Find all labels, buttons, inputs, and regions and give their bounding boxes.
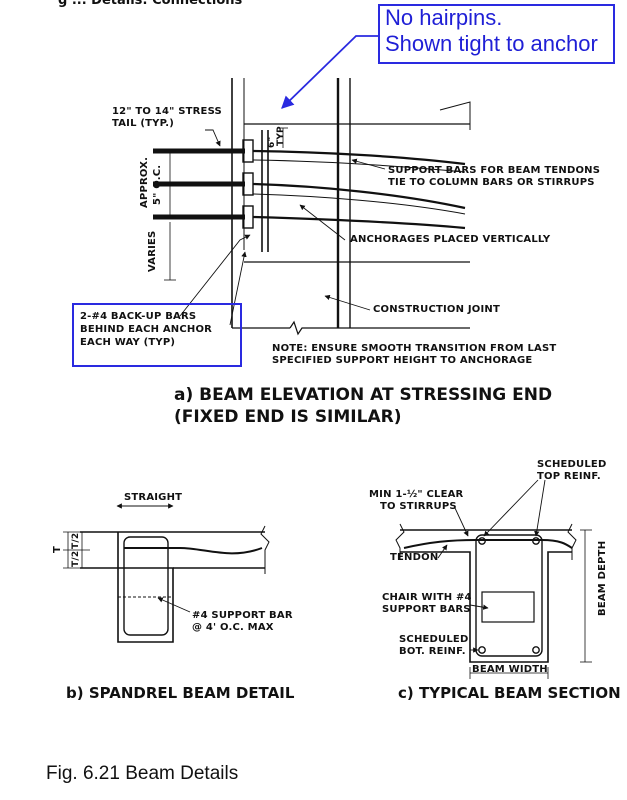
callout-arrow [281, 35, 378, 109]
section-outline [400, 529, 572, 663]
leader-clear [454, 507, 469, 537]
backup-bars-label: EACH WAY (TYP) [80, 337, 176, 348]
t-label: T [52, 545, 63, 553]
support-bars-label: SUPPORT BARS FOR BEAM TENDONS [388, 165, 601, 176]
bottom-bar [532, 646, 540, 654]
stress-tail-label: 12" TO 14" STRESS [112, 106, 222, 117]
scheduled-bot-label: BOT. REINF. [399, 646, 466, 657]
spandrel-caption: b) SPANDREL BEAM DETAIL [66, 684, 295, 702]
slab-break [260, 525, 270, 574]
chair-label: SUPPORT BARS [382, 604, 471, 615]
scheduled-bot-label: SCHEDULED [399, 634, 469, 645]
approx-label: APPROX. [139, 156, 150, 208]
slab-break [567, 523, 577, 560]
section-caption: c) TYPICAL BEAM SECTION [398, 684, 621, 702]
leader-support-bars [351, 158, 386, 170]
support-bar [252, 159, 466, 173]
stirrup [123, 536, 169, 636]
callout-box [378, 4, 615, 64]
support-bar [252, 193, 466, 215]
beam-elevation [153, 78, 471, 336]
varies-label: VARIES [147, 230, 158, 272]
min-clear-label: TO STIRRUPS [380, 501, 457, 512]
leader-tendon [437, 544, 448, 559]
beam-top-break [439, 101, 471, 130]
tendon-label: TENDON [390, 552, 439, 563]
joint-break [289, 320, 470, 336]
slab-break [395, 523, 405, 560]
leader-backup [179, 234, 251, 317]
elevation-caption: a) BEAM ELEVATION AT STRESSING END [174, 385, 553, 405]
bottom-bar [478, 646, 486, 654]
straight-label: STRAIGHT [124, 492, 183, 503]
stress-tail-label: TAIL (TYP.) [112, 118, 175, 129]
tendon-line [252, 182, 466, 210]
backup-bars-box [72, 303, 242, 367]
tendon-line [252, 215, 466, 230]
leader-stress-tail [205, 129, 221, 147]
support-bar-label: #4 SUPPORT BAR [192, 610, 293, 621]
spacing-label: 5" O.C. [152, 164, 163, 205]
header-partial: g ... Details: Connections [58, 0, 243, 8]
scheduled-top-label: TOP REINF. [537, 471, 601, 482]
t-half-label: T/2 [71, 550, 81, 567]
chair-label: CHAIR WITH #4 [382, 592, 472, 603]
transition-note: NOTE: ENSURE SMOOTH TRANSITION FROM LAST [272, 343, 557, 354]
figure-caption: Fig. 6.21 Beam Details [46, 763, 239, 784]
leader-backup [229, 251, 247, 326]
typ-label: TYP [276, 126, 286, 146]
leader-chair [469, 604, 489, 610]
backup-bars-label: 2-#4 BACK-UP BARS [80, 311, 197, 322]
leader-support-bar [157, 597, 191, 613]
min-clear-label: MIN 1-½" CLEAR [369, 489, 464, 500]
callout-line1: No hairpins. [385, 5, 503, 30]
support-bars-label: TIE TO COLUMN BARS OR STIRRUPS [388, 177, 595, 188]
callout-line2: Shown tight to anchor [385, 31, 598, 56]
leader-top-reinf [534, 479, 546, 537]
typical-beam-section [395, 479, 592, 679]
spandrel-beam [63, 503, 270, 643]
elevation-caption: (FIXED END IS SIMILAR) [174, 407, 402, 427]
tendon-line [124, 547, 263, 555]
tendon-line [403, 539, 573, 549]
beam-width-label: BEAM WIDTH [472, 664, 548, 675]
transition-note: SPECIFIED SUPPORT HEIGHT TO ANCHORAGE [272, 355, 533, 366]
t-half-label: T/2 [71, 532, 81, 549]
tendon-line [252, 149, 466, 166]
stirrup [475, 534, 543, 657]
beam-depth-label: BEAM DEPTH [597, 540, 608, 616]
backup-bars-label: BEHIND EACH ANCHOR [80, 324, 213, 335]
spandrel-outline [80, 531, 265, 643]
leader-anchorages [299, 204, 346, 241]
anchorages-label: ANCHORAGES PLACED VERTICALLY [350, 234, 551, 245]
leader-construction [324, 294, 371, 311]
chair [481, 591, 535, 623]
scheduled-top-label: SCHEDULED [537, 459, 607, 470]
support-bar-label: @ 4' O.C. MAX [192, 622, 274, 633]
construction-joint-label: CONSTRUCTION JOINT [373, 304, 501, 315]
leader-top-reinf [483, 479, 539, 537]
